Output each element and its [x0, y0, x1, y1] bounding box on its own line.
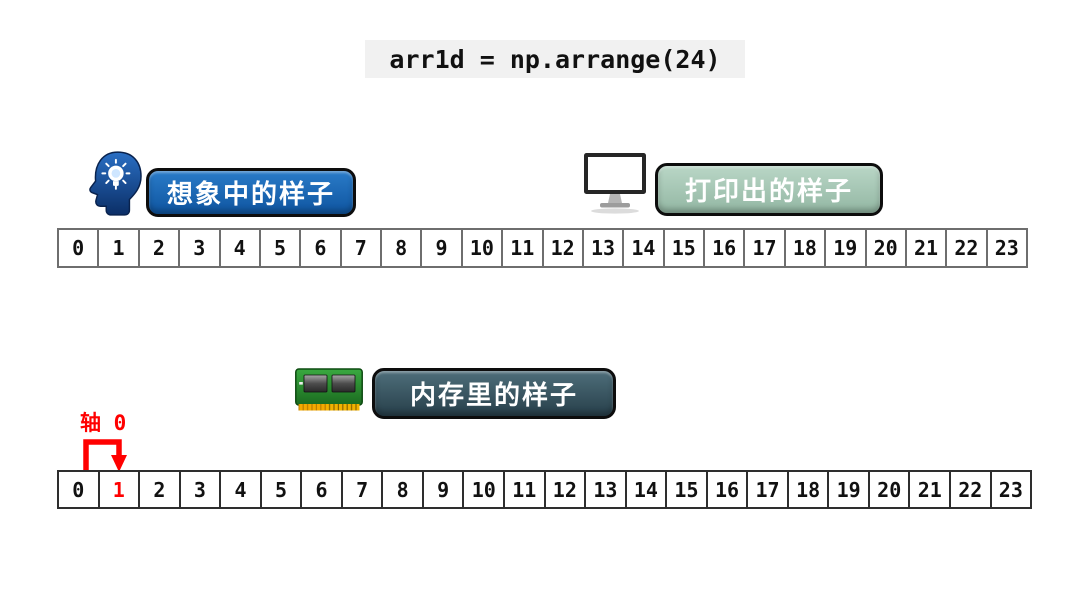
array-cell: 17 [745, 228, 786, 268]
array-cell: 5 [261, 470, 303, 509]
array-cell: 15 [667, 470, 708, 509]
array-cell: 0 [57, 228, 100, 268]
array-cell: 18 [788, 470, 830, 509]
array-cell: 6 [302, 470, 343, 509]
array-cell: 23 [987, 228, 1028, 268]
array-cell: 12 [545, 470, 587, 509]
array-cell: 3 [180, 470, 222, 509]
array-cell: 7 [342, 470, 384, 509]
array-cell: 4 [221, 470, 262, 509]
printed-label-pill: 打印出的样子 [655, 163, 883, 216]
array-cell: 22 [947, 228, 988, 268]
array-cell: 21 [906, 228, 948, 268]
array-cell: 1 [99, 228, 140, 268]
array-cell: 20 [866, 228, 907, 268]
array-cell: 3 [180, 228, 221, 268]
array-cell: 6 [301, 228, 342, 268]
array-cell: 11 [505, 470, 546, 509]
array-cell: 10 [462, 228, 504, 268]
axis0-label: 轴 0 [80, 411, 127, 435]
array-cell: 23 [991, 470, 1033, 509]
array-cell: 21 [910, 470, 952, 509]
array-cell: 12 [543, 228, 584, 268]
array-cell: 15 [664, 228, 705, 268]
array-cell: 8 [383, 470, 424, 509]
head-lightbulb-icon [89, 151, 142, 216]
array-cell: 20 [869, 470, 911, 509]
array-cell: 4 [220, 228, 261, 268]
array-cell: 18 [785, 228, 827, 268]
array-cell: 2 [140, 470, 181, 509]
ram-module-icon [295, 368, 363, 411]
array-cell: 13 [583, 228, 625, 268]
array-cell: 7 [341, 228, 382, 268]
imagined-label-pill: 想象中的样子 [146, 168, 356, 217]
array-cell: 5 [260, 228, 302, 268]
array-cell: 11 [503, 228, 544, 268]
monitor-icon [584, 153, 646, 214]
memory-label: 内存里的样子 [409, 380, 578, 410]
array-cell: 14 [624, 228, 665, 268]
array-cell: 10 [464, 470, 506, 509]
array-cell: 1 [99, 470, 141, 509]
array-cell: 22 [951, 470, 992, 509]
array-cell: 19 [826, 228, 867, 268]
array-cell: 19 [829, 470, 870, 509]
array-cell: 13 [586, 470, 627, 509]
printed-label: 打印出的样子 [684, 176, 853, 206]
array-cell: 9 [423, 470, 465, 509]
imagined-label: 想象中的样子 [166, 179, 335, 209]
code-title: arr1d = np.arrange(24) [365, 40, 745, 78]
array-cell: 17 [748, 470, 789, 509]
memory-label-pill: 内存里的样子 [372, 368, 616, 419]
array-cell: 9 [422, 228, 463, 268]
array-cell: 2 [139, 228, 181, 268]
axis0-arrow-icon [83, 439, 127, 473]
array-cell: 8 [382, 228, 423, 268]
array-cell: 16 [705, 228, 746, 268]
array-cell: 16 [707, 470, 749, 509]
array-cell: 0 [57, 470, 100, 509]
array-cell: 14 [626, 470, 668, 509]
